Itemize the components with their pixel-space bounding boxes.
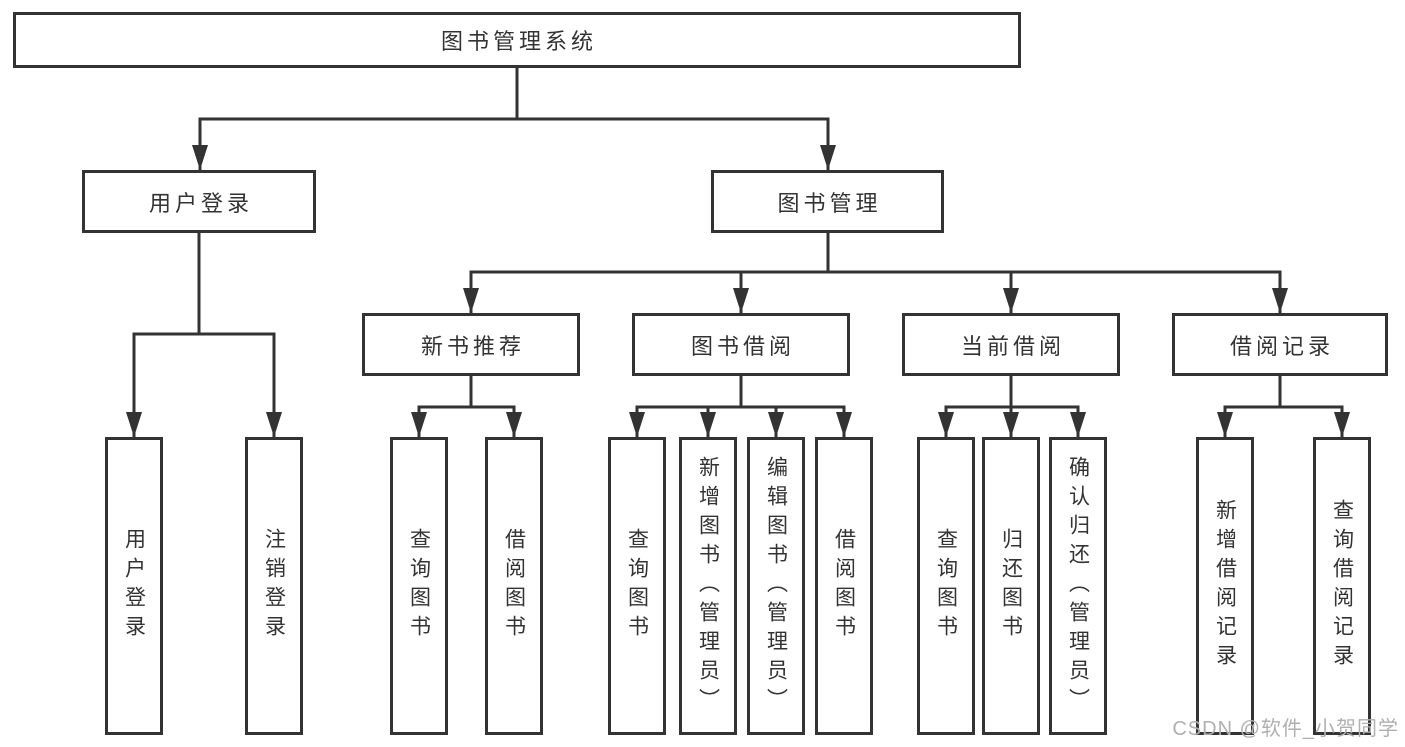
node-current-borrow: 当前借阅 (902, 313, 1120, 376)
leaf-current-return-books: 归还图书 (982, 437, 1040, 735)
leaf-recommend-borrow-books: 借阅图书 (485, 437, 543, 735)
leaf-label: 新增借阅记录 (1213, 499, 1237, 673)
leaf-label: 新增图书（管理员） (696, 455, 720, 717)
leaf-label: 用户登录 (122, 528, 146, 644)
leaf-records-query-record: 查询借阅记录 (1313, 437, 1371, 735)
leaf-borrow-query-books: 查询图书 (608, 437, 666, 735)
arrowheads (126, 145, 1350, 437)
leaf-current-confirm-return-admin: 确认归还（管理员） (1049, 437, 1107, 735)
leaf-user-login: 用户登录 (105, 437, 163, 735)
node-label: 图书管理系统 (440, 29, 597, 54)
leaf-label: 注销登录 (262, 528, 286, 644)
csdn-watermark: CSDN @软件_小贺同学 (1172, 718, 1399, 740)
node-borrow-records: 借阅记录 (1172, 313, 1388, 376)
leaf-current-query-books: 查询图书 (917, 437, 975, 735)
node-label: 图书管理 (777, 190, 882, 216)
leaf-label: 查询图书 (407, 528, 431, 644)
leaf-label: 借阅图书 (832, 528, 856, 644)
leaf-records-add-record: 新增借阅记录 (1196, 437, 1254, 735)
node-label: 新书推荐 (420, 333, 525, 359)
node-book-borrow: 图书借阅 (632, 313, 850, 376)
leaf-label: 查询图书 (625, 528, 649, 644)
node-new-book-recommend: 新书推荐 (362, 313, 580, 376)
leaf-label: 归还图书 (999, 528, 1023, 644)
leaf-label: 借阅图书 (502, 528, 526, 644)
node-label: 图书借阅 (690, 333, 795, 359)
leaf-recommend-query-books: 查询图书 (390, 437, 448, 735)
leaf-borrow-borrow-books: 借阅图书 (815, 437, 873, 735)
leaf-label: 查询借阅记录 (1330, 499, 1354, 673)
leaf-label: 确认归还（管理员） (1066, 455, 1090, 717)
node-label: 用户登录 (148, 190, 253, 216)
node-book-management-group: 图书管理 (711, 170, 944, 233)
leaf-label: 编辑图书（管理员） (764, 455, 788, 717)
node-label: 借阅记录 (1229, 333, 1334, 359)
leaf-borrow-add-books-admin: 新增图书（管理员） (679, 437, 737, 735)
node-label: 当前借阅 (960, 333, 1065, 359)
leaf-label: 查询图书 (934, 528, 958, 644)
leaf-logout: 注销登录 (245, 437, 303, 735)
leaf-borrow-edit-books-admin: 编辑图书（管理员） (747, 437, 805, 735)
node-user-login-group: 用户登录 (82, 170, 316, 233)
node-root-system: 图书管理系统 (13, 12, 1021, 68)
